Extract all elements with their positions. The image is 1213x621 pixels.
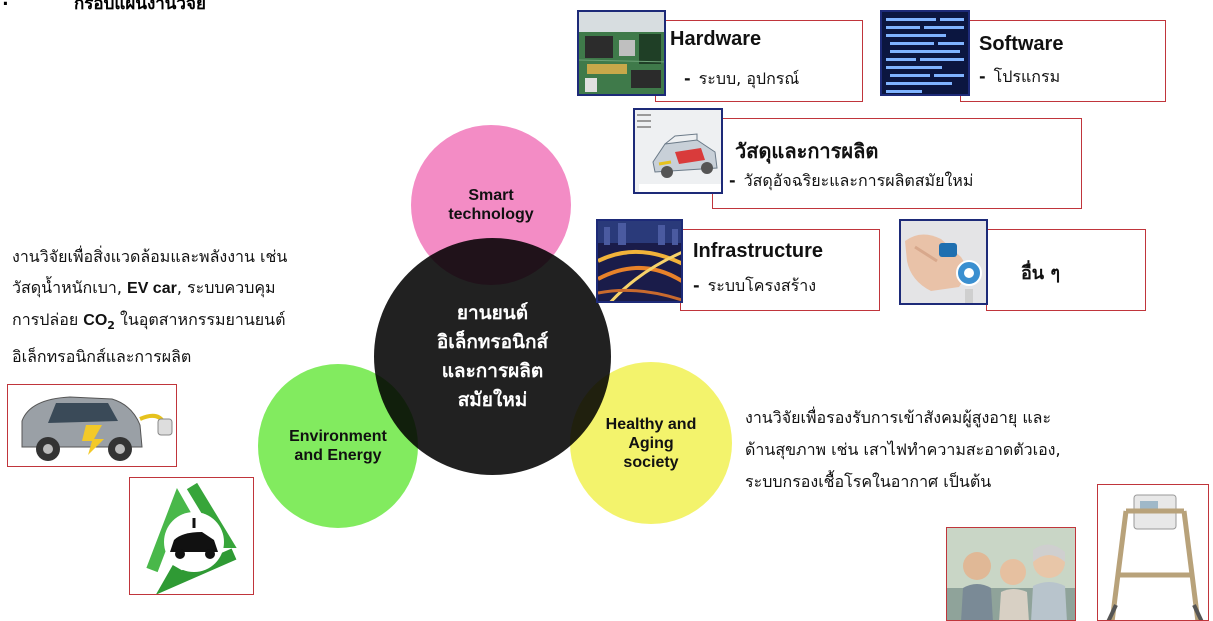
infrastructure-title: Infrastructure xyxy=(693,240,824,262)
header-title: กรอบแผนงานวิจัย xyxy=(74,0,206,14)
elderly-people-image xyxy=(946,527,1076,621)
software-box: Software -โปรแกรม xyxy=(960,20,1166,102)
infrastructure-dash: - xyxy=(693,276,700,295)
environment-line-1: Environment xyxy=(289,428,387,445)
env-line3-sub: 2 xyxy=(107,319,115,333)
env-desc-line-2: วัสดุน้ำหนักเบา, EV car, ระบบควบคุม xyxy=(12,272,287,304)
car-body-frame-image xyxy=(633,108,723,194)
circuit-board-image xyxy=(577,10,666,96)
hardware-title: Hardware xyxy=(670,28,762,50)
electric-car-charging-image xyxy=(7,384,177,467)
software-sub-text: โปรแกรม xyxy=(993,67,1061,86)
environment-energy-circle: Environment and Energy xyxy=(258,364,418,528)
infrastructure-sub-text: ระบบโครงสร้าง xyxy=(707,276,816,295)
env-desc-line-3: การปล่อย CO2 ในอุตสาหกรรมยานยนต์ xyxy=(12,304,287,341)
env-line2-suffix: , ระบบควบคุม xyxy=(176,278,276,297)
health-line-2: Aging xyxy=(628,434,674,452)
env-line3-bold: CO xyxy=(83,312,108,329)
infrastructure-box: Infrastructure -ระบบโครงสร้าง xyxy=(680,229,880,311)
health-desc-line-3: ระบบกรองเชื้อโรคในอากาศ เป็นต้น xyxy=(745,472,992,491)
center-line-4: สมัยใหม่ xyxy=(457,388,528,411)
center-line-2: อิเล็กทรอนิกส์ xyxy=(436,330,549,353)
env-line2-prefix: วัสดุน้ำหนักเบา, xyxy=(12,278,128,297)
env-line3-suffix: ในอุตสาหกรรมยานยนต์ xyxy=(114,310,286,329)
center-circle: ยานยนต์ อิเล็กทรอนิกส์ และการผลิต สมัยให… xyxy=(374,238,611,475)
materials-dash: - xyxy=(729,171,736,190)
hardware-dash: - xyxy=(684,69,691,88)
software-dash: - xyxy=(979,67,986,86)
health-desc-line-2: ด้านสุขภาพ เช่น เสาไฟทำความสะอาดตัวเอง, xyxy=(745,440,1061,459)
health-description: งานวิจัยเพื่อรองรับการเข้าสังคมผู้สูงอาย… xyxy=(745,402,1061,498)
smart-line-2: technology xyxy=(448,206,534,223)
software-subtitle: -โปรแกรม xyxy=(979,65,1060,90)
header-number: : xyxy=(2,0,9,10)
center-line-3: และการผลิต xyxy=(441,359,544,382)
health-desc-line-1: งานวิจัยเพื่อรองรับการเข้าสังคมผู้สูงอาย… xyxy=(745,408,1052,427)
center-line-1: ยานยนต์ xyxy=(456,301,529,324)
infrastructure-subtitle: -ระบบโครงสร้าง xyxy=(693,274,816,299)
env-desc-line-1: งานวิจัยเพื่อสิ่งแวดล้อมและพลังงาน เช่น xyxy=(12,247,288,266)
env-desc-line-4: อิเล็กทรอนิกส์และการผลิต xyxy=(12,347,192,367)
env-line3-prefix: การปล่อย xyxy=(12,310,84,329)
hardware-box: Hardware -ระบบ, อุปกรณ์ xyxy=(655,20,863,102)
others-box: อื่น ๆ xyxy=(986,229,1146,311)
highway-interchange-image xyxy=(596,219,683,303)
others-title: อื่น ๆ xyxy=(1021,263,1061,284)
materials-subtitle: -วัสดุอัจฉริยะและการผลิตสมัยใหม่ xyxy=(729,169,973,194)
environment-line-2: and Energy xyxy=(294,447,382,464)
source-code-image xyxy=(880,10,970,96)
smart-line-1: Smart xyxy=(468,187,514,204)
wearable-device-hand-image xyxy=(899,219,988,305)
walker-device-image xyxy=(1097,484,1209,621)
hardware-sub-text: ระบบ, อุปกรณ์ xyxy=(698,69,800,88)
software-title: Software xyxy=(979,33,1064,55)
health-line-3: society xyxy=(623,453,679,471)
green-recycle-car-image xyxy=(129,477,254,595)
env-line2-bold: EV car xyxy=(127,280,177,297)
materials-title: วัสดุและการผลิต xyxy=(735,141,879,163)
materials-box: วัสดุและการผลิต -วัสดุอัจฉริยะและการผลิต… xyxy=(712,118,1082,209)
environment-description: งานวิจัยเพื่อสิ่งแวดล้อมและพลังงาน เช่น … xyxy=(12,241,287,372)
hardware-subtitle: -ระบบ, อุปกรณ์ xyxy=(684,67,799,92)
health-line-1: Healthy and xyxy=(605,415,697,433)
materials-sub-text: วัสดุอัจฉริยะและการผลิตสมัยใหม่ xyxy=(743,171,974,190)
